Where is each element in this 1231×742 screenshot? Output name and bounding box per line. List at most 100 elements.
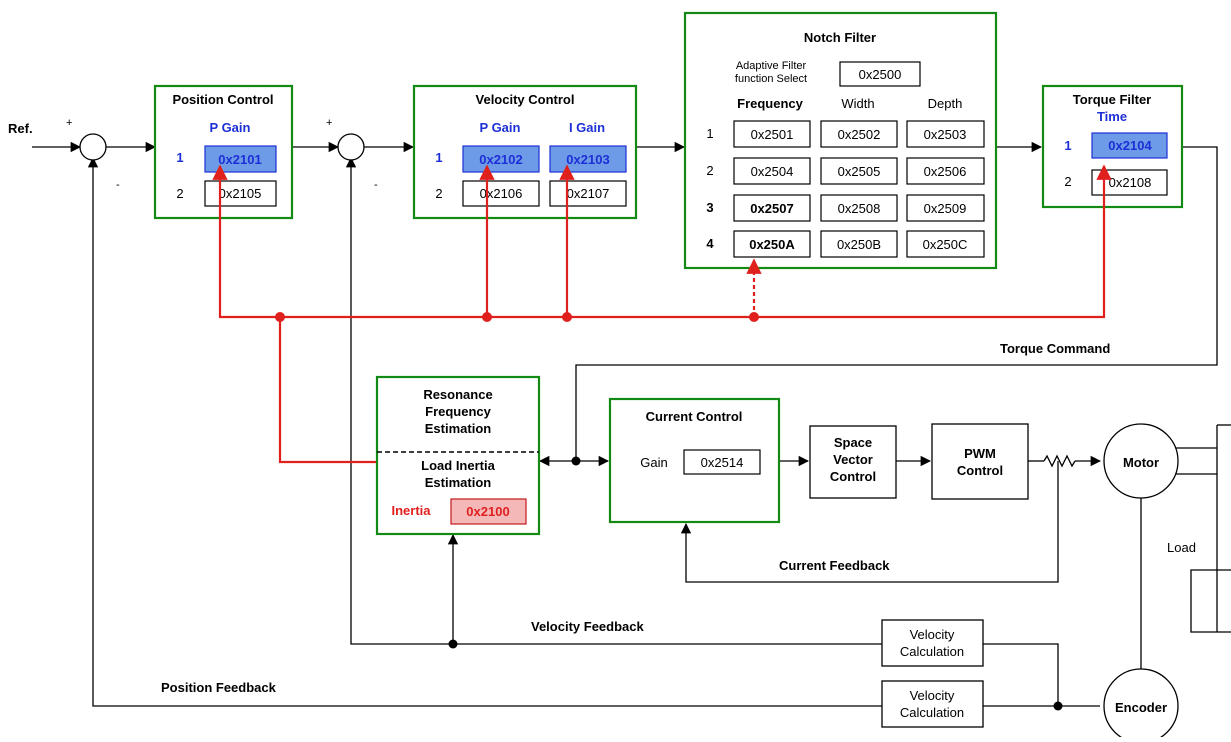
notch-row-1: 1 bbox=[706, 126, 713, 141]
param-0x2514[interactable] bbox=[683, 449, 761, 475]
param-0x2500[interactable] bbox=[839, 61, 921, 87]
position-p-gain-label: P Gain bbox=[210, 120, 251, 135]
param-0x2101-label: 0x2101 bbox=[218, 152, 261, 167]
param-0x2106[interactable] bbox=[462, 180, 540, 207]
current-control-block: Current Control Gain 0x2514 bbox=[608, 397, 781, 524]
param-0x2100-label: 0x2100 bbox=[466, 504, 509, 519]
summing-junction-position bbox=[79, 133, 107, 161]
param-0x2102-label: 0x2102 bbox=[479, 152, 522, 167]
param-0x2505-label: 0x2505 bbox=[838, 164, 881, 179]
adaptive-label-1: Adaptive Filter bbox=[736, 60, 807, 72]
param-0x2107-label: 0x2107 bbox=[567, 186, 610, 201]
ref-label: Ref. bbox=[8, 121, 33, 136]
torque-row-2: 2 bbox=[1064, 174, 1071, 189]
resonance-label-1: Resonance bbox=[423, 387, 492, 402]
param-0x2503[interactable] bbox=[906, 120, 985, 148]
param-0x2504-label: 0x2504 bbox=[751, 164, 794, 179]
param-0x2501-label: 0x2501 bbox=[751, 127, 794, 142]
signal-lines bbox=[32, 141, 1231, 711]
auto-tuning-lines bbox=[212, 164, 1112, 464]
velocity-calculation-block-2: Velocity Calculation bbox=[881, 680, 984, 728]
torque-filter-block: Torque Filter Time 1 0x2104 2 0x2108 bbox=[1041, 84, 1184, 209]
velocity-p-gain-label: P Gain bbox=[480, 120, 521, 135]
vel-calc-2-label-2: Calculation bbox=[900, 705, 964, 720]
position-feedback-label: Position Feedback bbox=[161, 680, 277, 695]
col-width: Width bbox=[841, 96, 874, 111]
torque-row-1: 1 bbox=[1064, 138, 1071, 153]
notch-row-3: 3 bbox=[706, 200, 713, 215]
svc-label-1: Space bbox=[834, 435, 872, 450]
vel-calc-1-label-2: Calculation bbox=[900, 644, 964, 659]
resonance-label-3: Estimation bbox=[425, 421, 492, 436]
encoder-label: Encoder bbox=[1115, 700, 1167, 715]
notch-filter-title: Notch Filter bbox=[804, 30, 876, 45]
motor: Motor bbox=[1103, 423, 1179, 499]
torque-command-label: Torque Command bbox=[1000, 341, 1110, 356]
resonance-label-2: Frequency bbox=[425, 404, 492, 419]
current-feedback-label: Current Feedback bbox=[779, 558, 890, 573]
pwm-label-2: Control bbox=[957, 463, 1003, 478]
position-row-1: 1 bbox=[176, 150, 183, 165]
col-depth: Depth bbox=[928, 96, 963, 111]
param-0x2106-label: 0x2106 bbox=[480, 186, 523, 201]
load-inertia-label-1: Load Inertia bbox=[421, 458, 495, 473]
param-0x250b[interactable] bbox=[820, 230, 898, 258]
param-0x2509-label: 0x2509 bbox=[924, 201, 967, 216]
param-0x2105[interactable] bbox=[204, 180, 277, 207]
svc-label-3: Control bbox=[830, 469, 876, 484]
param-0x2108-label: 0x2108 bbox=[1109, 175, 1152, 190]
param-0x2100[interactable] bbox=[450, 498, 527, 525]
param-0x2503-label: 0x2503 bbox=[924, 127, 967, 142]
estimation-block: Resonance Frequency Estimation Load Iner… bbox=[375, 375, 541, 536]
pwm-label-1: PWM bbox=[964, 446, 996, 461]
velocity-row-1: 1 bbox=[435, 150, 442, 165]
vel-calc-1-label-1: Velocity bbox=[910, 627, 955, 642]
param-0x2509[interactable] bbox=[906, 194, 985, 222]
param-0x2507[interactable] bbox=[733, 194, 811, 222]
pwm-control-block: PWM Control bbox=[931, 423, 1029, 500]
velocity-i-gain-label: I Gain bbox=[569, 120, 605, 135]
param-0x2103-label: 0x2103 bbox=[566, 152, 609, 167]
svc-label-2: Vector bbox=[833, 452, 873, 467]
notch-filter-block: Notch Filter Adaptive Filter function Se… bbox=[683, 11, 998, 270]
summing-junction-velocity bbox=[337, 133, 365, 161]
position-control-block: Position Control P Gain 1 0x2101 2 0x210… bbox=[153, 84, 294, 220]
param-0x2501[interactable] bbox=[733, 120, 811, 148]
param-0x2104[interactable] bbox=[1091, 132, 1168, 159]
param-0x250c-label: 0x250C bbox=[923, 237, 968, 252]
load-label: Load bbox=[1167, 540, 1196, 555]
motor-label: Motor bbox=[1123, 455, 1159, 470]
velocity-calculation-block-1: Velocity Calculation bbox=[881, 619, 984, 667]
param-0x250c[interactable] bbox=[906, 230, 985, 258]
plus-sign-1: + bbox=[66, 117, 72, 129]
velocity-row-2: 2 bbox=[435, 186, 442, 201]
torque-time-label: Time bbox=[1097, 109, 1127, 124]
minus-sign-2: - bbox=[374, 179, 378, 191]
param-0x2506-label: 0x2506 bbox=[924, 164, 967, 179]
param-0x250a-label: 0x250A bbox=[749, 237, 795, 252]
col-frequency: Frequency bbox=[737, 96, 804, 111]
param-0x2508-label: 0x2508 bbox=[838, 201, 881, 216]
param-0x2104-label: 0x2104 bbox=[1108, 138, 1152, 153]
param-0x250a[interactable] bbox=[733, 230, 811, 258]
encoder: Encoder bbox=[1103, 668, 1179, 742]
notch-row-2: 2 bbox=[706, 163, 713, 178]
param-0x2502[interactable] bbox=[820, 120, 898, 148]
torque-filter-title: Torque Filter bbox=[1073, 92, 1151, 107]
velocity-control-block: Velocity Control P Gain I Gain 1 0x2102 … bbox=[412, 84, 638, 220]
vel-calc-2-label-1: Velocity bbox=[910, 688, 955, 703]
inertia-label: Inertia bbox=[391, 503, 431, 518]
minus-sign-1: - bbox=[116, 179, 120, 191]
current-gain-label: Gain bbox=[640, 455, 667, 470]
param-0x2508[interactable] bbox=[820, 194, 898, 222]
param-0x2105-label: 0x2105 bbox=[219, 186, 262, 201]
param-0x2500-label: 0x2500 bbox=[859, 67, 902, 82]
notch-row-4: 4 bbox=[706, 236, 714, 251]
velocity-control-title: Velocity Control bbox=[476, 92, 575, 107]
plus-sign-2: + bbox=[326, 117, 332, 129]
velocity-feedback-label: Velocity Feedback bbox=[531, 619, 644, 634]
load-inertia-label-2: Estimation bbox=[425, 475, 492, 490]
param-0x2107[interactable] bbox=[549, 180, 627, 207]
space-vector-control-block: Space Vector Control bbox=[809, 425, 897, 499]
